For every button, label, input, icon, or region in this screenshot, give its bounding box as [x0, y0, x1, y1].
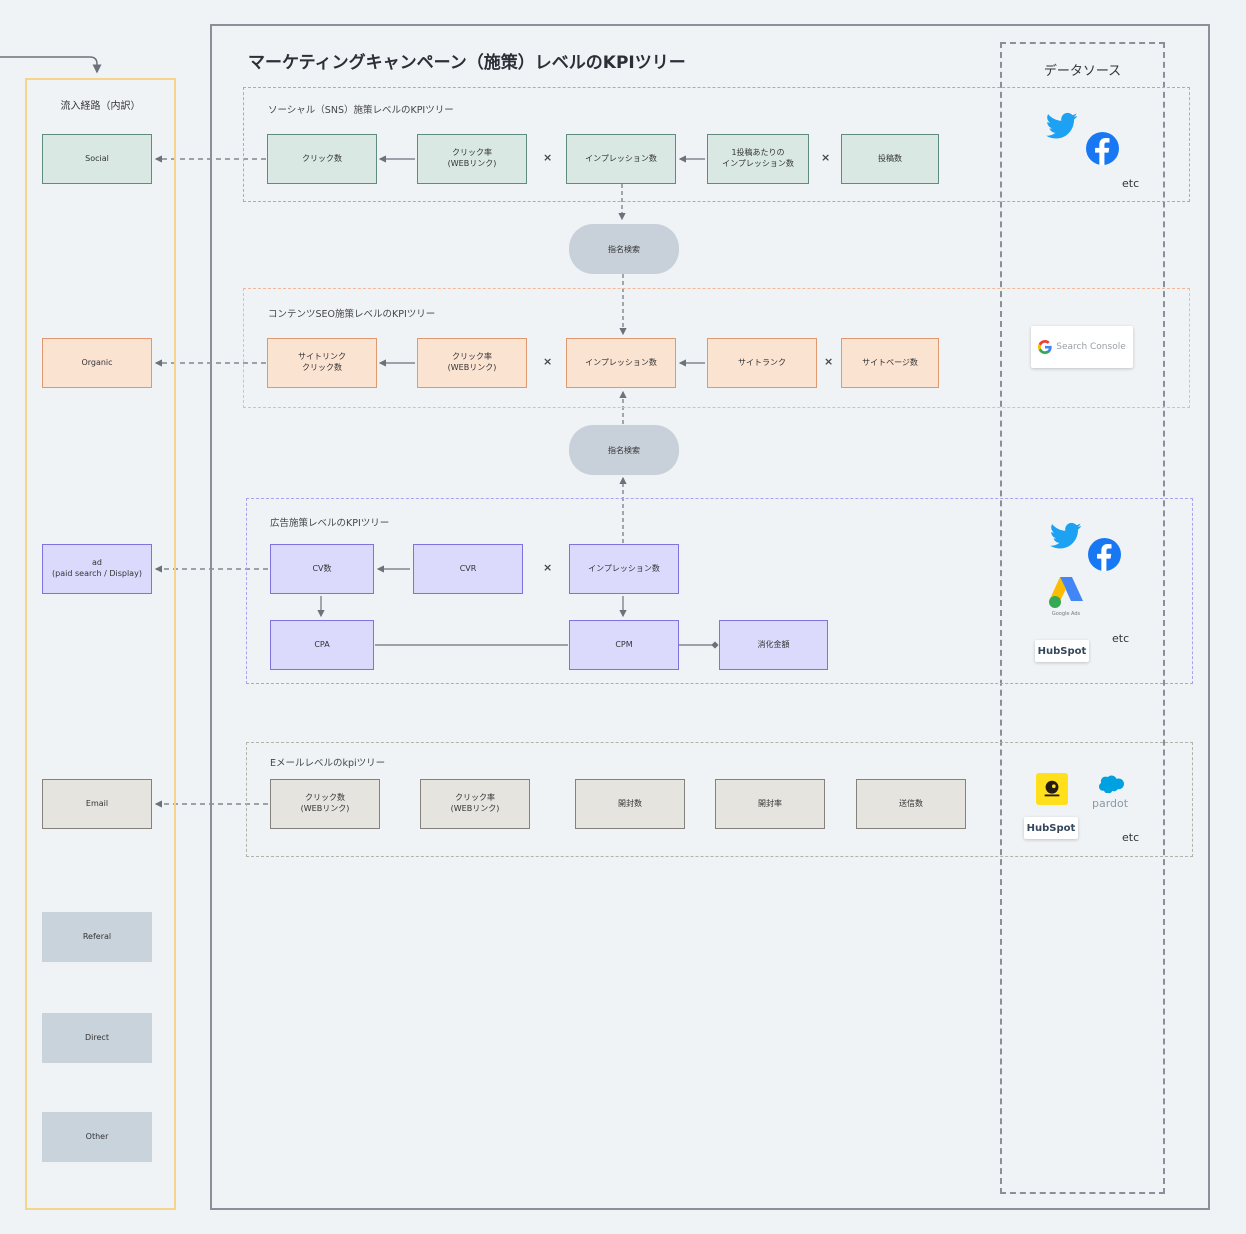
channel-referal[interactable]: Referal: [42, 912, 152, 962]
hubspot-logo: HubSpot: [1035, 640, 1089, 662]
social-ctr[interactable]: クリック率 (WEBリンク): [417, 134, 527, 184]
ad-cvr[interactable]: CVR: [413, 544, 523, 594]
channel-email[interactable]: Email: [42, 779, 152, 829]
email-kpi-group: [246, 742, 1193, 857]
channel-other[interactable]: Other: [42, 1112, 152, 1162]
channel-direct[interactable]: Direct: [42, 1013, 152, 1063]
search-console-text: Search Console: [1056, 342, 1126, 352]
ad-cpm[interactable]: CPM: [569, 620, 679, 670]
google-ads-text: Google Ads: [1051, 611, 1081, 617]
channel-organic[interactable]: Organic: [42, 338, 152, 388]
social-impressions[interactable]: インプレッション数: [566, 134, 676, 184]
social-impressions-per-post[interactable]: 1投稿あたりの インプレッション数: [707, 134, 809, 184]
times-symbol: ×: [543, 151, 553, 164]
channel-ad[interactable]: ad (paid search / Display): [42, 544, 152, 594]
ad-impressions[interactable]: インプレッション数: [569, 544, 679, 594]
ad-cv-count[interactable]: CV数: [270, 544, 374, 594]
seo-site-link-clicks[interactable]: サイトリンク クリック数: [267, 338, 377, 388]
etc-label: etc: [1122, 831, 1140, 844]
seo-ctr[interactable]: クリック率 (WEBリンク): [417, 338, 527, 388]
etc-label: etc: [1112, 632, 1130, 645]
seo-site-rank[interactable]: サイトランク: [707, 338, 817, 388]
page-title: マーケティングキャンペーン（施策）レベルのKPIツリー: [248, 53, 686, 73]
twitter-icon: [1049, 522, 1082, 554]
channels-frame: [25, 78, 176, 1210]
ad-spend[interactable]: 消化金額: [719, 620, 828, 670]
times-symbol: ×: [821, 151, 831, 164]
email-sends[interactable]: 送信数: [856, 779, 966, 829]
main-frame: [210, 24, 1210, 1210]
google-ads-logo: Google Ads: [1046, 575, 1086, 617]
email-open-rate[interactable]: 開封率: [715, 779, 825, 829]
email-clicks[interactable]: クリック数 (WEBリンク): [270, 779, 380, 829]
channel-social[interactable]: Social: [42, 134, 152, 184]
search-console-logo: Search Console: [1031, 326, 1133, 368]
twitter-icon: [1045, 112, 1078, 144]
data-sources-title: データソース: [1043, 64, 1122, 79]
channels-title: 流入経路（内訳）: [60, 101, 141, 112]
brand-search-pill[interactable]: 指名検索: [569, 425, 679, 475]
social-group-label: ソーシャル（SNS）施策レベルのKPIツリー: [268, 105, 454, 116]
data-sources-frame: [1000, 42, 1165, 1194]
times-symbol: ×: [824, 355, 834, 368]
pardot-text: pardot: [1092, 797, 1129, 810]
salesforce-pardot-logo: pardot: [1092, 775, 1128, 810]
ad-cpa[interactable]: CPA: [270, 620, 374, 670]
seo-page-count[interactable]: サイトページ数: [841, 338, 939, 388]
hubspot-text: HubSpot: [1037, 645, 1087, 657]
seo-group-label: コンテンツSEO施策レベルのKPIツリー: [268, 309, 436, 320]
seo-impressions[interactable]: インプレッション数: [566, 338, 676, 388]
facebook-icon: [1086, 132, 1119, 169]
email-opens[interactable]: 開封数: [575, 779, 685, 829]
email-ctr[interactable]: クリック率 (WEBリンク): [420, 779, 530, 829]
social-clicks[interactable]: クリック数: [267, 134, 377, 184]
mailchimp-logo: [1036, 773, 1068, 805]
etc-label: etc: [1122, 177, 1140, 190]
times-symbol: ×: [543, 561, 553, 574]
brand-search-pill[interactable]: 指名検索: [569, 224, 679, 274]
seo-kpi-group: [243, 288, 1190, 408]
times-symbol: ×: [543, 355, 553, 368]
ad-group-label: 広告施策レベルのKPIツリー: [270, 518, 390, 529]
social-kpi-group: [243, 87, 1190, 202]
facebook-icon: [1088, 538, 1121, 575]
social-posts[interactable]: 投稿数: [841, 134, 939, 184]
hubspot-text: HubSpot: [1026, 822, 1076, 834]
ad-kpi-group: [246, 498, 1193, 684]
email-group-label: Eメールレベルのkpiツリー: [270, 758, 386, 769]
hubspot-logo: HubSpot: [1024, 817, 1078, 839]
